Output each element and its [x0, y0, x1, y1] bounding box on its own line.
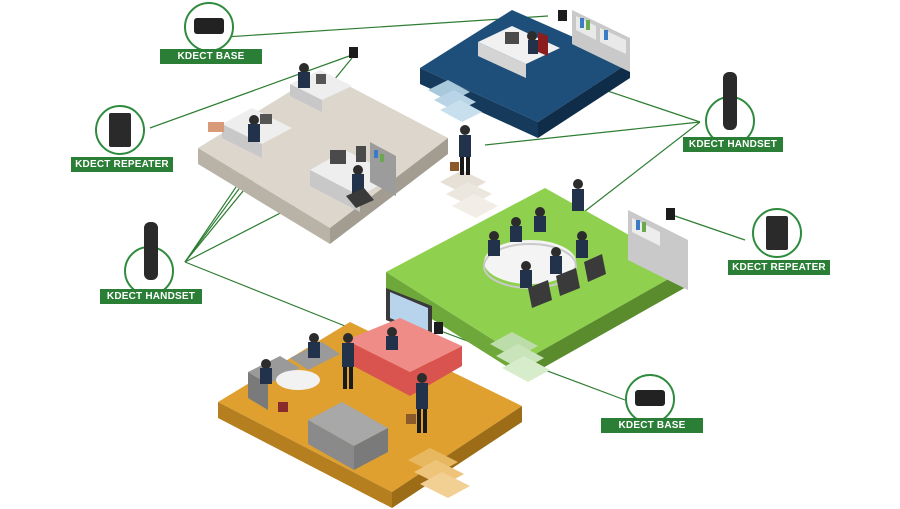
device-repeater-left: KDECT REPEATER [71, 105, 173, 175]
link-repeater-left-to-office-ap [149, 54, 353, 129]
handset-icon-body [144, 222, 158, 280]
repeater-icon [95, 105, 145, 155]
link-handset-left-to-lobby [184, 261, 356, 331]
link-handset-right-to-meeting [579, 121, 701, 216]
device-label: KDECT REPEATER [71, 157, 173, 172]
device-label: KDECT BASE [601, 418, 703, 433]
lobby [218, 288, 522, 508]
base-station-icon [184, 2, 234, 52]
device-label: KDECT REPEATER [728, 260, 830, 275]
repeater-icon [752, 208, 802, 258]
open-office [198, 47, 498, 244]
device-label: KDECT HANDSET [100, 289, 202, 304]
device-base-top: KDECT BASE [160, 2, 262, 66]
device-label: KDECT BASE [160, 49, 262, 64]
base-station-icon [625, 374, 675, 424]
executive-office [420, 10, 630, 138]
connection-lines [149, 15, 746, 401]
link-handset-right-to-staff [484, 121, 701, 146]
device-repeater-right: KDECT REPEATER [728, 204, 830, 276]
link-base-top-to-executive-ap [209, 15, 549, 39]
device-base-bottom: KDECT BASE [601, 374, 703, 436]
office-floor [198, 72, 448, 228]
handset-icon-body [723, 72, 737, 130]
device-label: KDECT HANDSET [683, 137, 783, 152]
device-handset-right: KDECT HANDSET [683, 72, 783, 154]
link-repeater-right-to-meeting-ap [674, 215, 746, 241]
device-handset-left: KDECT HANDSET [100, 222, 202, 306]
meeting-room [386, 179, 688, 382]
